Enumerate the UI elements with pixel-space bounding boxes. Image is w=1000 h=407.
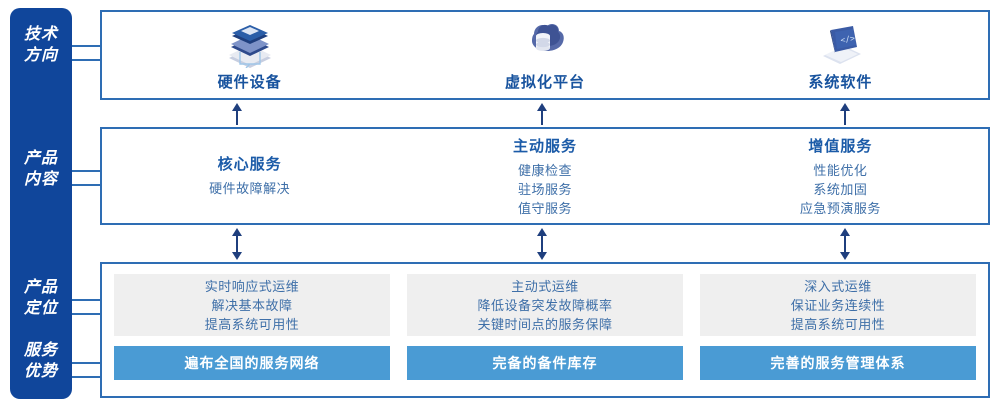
connector-position-top: [72, 299, 100, 301]
positioning-card-realtime[interactable]: 实时响应式运维 解决基本故障 提高系统可用性: [114, 274, 390, 336]
positioning-line: 主动式运维: [511, 278, 579, 294]
connector-advantage-bottom: [72, 376, 100, 378]
positioning-line: 提高系统可用性: [204, 316, 300, 332]
arrow-double-proactive: [535, 228, 549, 265]
advantage-bar-management-system[interactable]: 完善的服务管理体系: [700, 346, 976, 380]
connector-tech-bottom: [72, 59, 100, 61]
content-column-core-service[interactable]: 核心服务 硬件故障解决: [102, 129, 397, 223]
svg-text:</>: </>: [840, 34, 856, 45]
rail-label-product-position: 产品 定位: [10, 277, 72, 319]
rail-label-tech-direction: 技术 方向: [10, 24, 72, 66]
positioning-line: 深入式运维: [804, 278, 872, 294]
content-columns: 核心服务 硬件故障解决 主动服务 健康检查 驻场服务 值守服务 增值服务 性能优…: [102, 129, 988, 223]
category-rail: [10, 8, 72, 399]
content-item: 系统加固: [813, 181, 868, 197]
tech-column-virtualization[interactable]: 虚拟化平台: [397, 12, 692, 98]
connector-content-top: [72, 170, 100, 172]
content-title-core-service: 核心服务: [217, 155, 282, 173]
positioning-line: 关键时间点的服务保障: [477, 316, 613, 332]
rail-label-line2: 方向: [23, 47, 58, 64]
content-item: 驻场服务: [517, 181, 572, 197]
positioning-line: 实时响应式运维: [204, 278, 300, 294]
product-content-section: 核心服务 硬件故障解决 主动服务 健康检查 驻场服务 值守服务 增值服务 性能优…: [100, 127, 990, 225]
content-item: 性能优化: [813, 162, 868, 178]
tech-column-system-software[interactable]: </> 系统软件: [693, 12, 988, 98]
tech-columns: 硬件设备 虚: [102, 12, 988, 98]
content-item: 硬件故障解决: [209, 180, 291, 196]
rail-label-product-content: 产品 内容: [10, 148, 72, 190]
positioning-line: 提高系统可用性: [790, 316, 886, 332]
content-column-proactive-service[interactable]: 主动服务 健康检查 驻场服务 值守服务: [397, 129, 692, 223]
connector-advantage-top: [72, 362, 100, 364]
advantage-bar-service-network[interactable]: 遍布全国的服务网络: [114, 346, 390, 380]
tech-label-virtualization: 虚拟化平台: [504, 74, 585, 91]
rail-label-service-advantage: 服务 优势: [10, 340, 72, 382]
connector-content-bottom: [72, 184, 100, 186]
arrow-up-virtualization: [535, 103, 549, 130]
connector-tech-top: [72, 45, 100, 47]
rail-label-line1: 产品: [23, 150, 58, 167]
server-stack-icon: [221, 22, 279, 69]
advantage-bar-spare-parts[interactable]: 完备的备件库存: [407, 346, 683, 380]
arrow-double-core: [230, 228, 244, 265]
advantage-bars: 遍布全国的服务网络 完备的备件库存 完善的服务管理体系: [114, 346, 976, 380]
rail-label-line1: 服务: [23, 342, 58, 359]
arrow-double-value-added: [838, 228, 852, 265]
positioning-line: 保证业务连续性: [790, 297, 886, 313]
bottom-inner: 实时响应式运维 解决基本故障 提高系统可用性 主动式运维 降低设备突发故障概率 …: [102, 264, 988, 396]
tech-label-system-software: 系统软件: [808, 74, 873, 91]
content-item: 健康检查: [517, 162, 572, 178]
rail-label-line2: 定位: [23, 300, 58, 317]
content-item: 应急预演服务: [799, 200, 881, 216]
positioning-line: 解决基本故障: [211, 297, 293, 313]
arrow-up-system-software: [838, 103, 852, 130]
content-column-value-added-service[interactable]: 增值服务 性能优化 系统加固 应急预演服务: [693, 129, 988, 223]
rail-label-line2: 优势: [23, 363, 58, 380]
rail-label-line1: 技术: [23, 26, 58, 43]
arrow-up-hardware: [230, 103, 244, 130]
cloud-database-icon: [516, 22, 574, 68]
rail-label-line2: 内容: [23, 171, 58, 188]
positioning-cards: 实时响应式运维 解决基本故障 提高系统可用性 主动式运维 降低设备突发故障概率 …: [114, 274, 976, 336]
connector-position-bottom: [72, 313, 100, 315]
content-title-value-added-service: 增值服务: [808, 137, 873, 155]
tech-label-hardware: 硬件设备: [217, 74, 282, 91]
laptop-code-icon: </>: [811, 22, 869, 68]
positioning-card-indepth[interactable]: 深入式运维 保证业务连续性 提高系统可用性: [700, 274, 976, 336]
tech-direction-section: 硬件设备 虚: [100, 10, 990, 100]
positioning-line: 降低设备突发故障概率: [477, 297, 613, 313]
positioning-card-proactive[interactable]: 主动式运维 降低设备突发故障概率 关键时间点的服务保障: [407, 274, 683, 336]
positioning-advantage-section: 实时响应式运维 解决基本故障 提高系统可用性 主动式运维 降低设备突发故障概率 …: [100, 262, 990, 398]
tech-column-hardware[interactable]: 硬件设备: [102, 12, 397, 98]
rail-label-line1: 产品: [23, 279, 58, 296]
content-title-proactive-service: 主动服务: [512, 137, 577, 155]
content-item: 值守服务: [517, 200, 572, 216]
